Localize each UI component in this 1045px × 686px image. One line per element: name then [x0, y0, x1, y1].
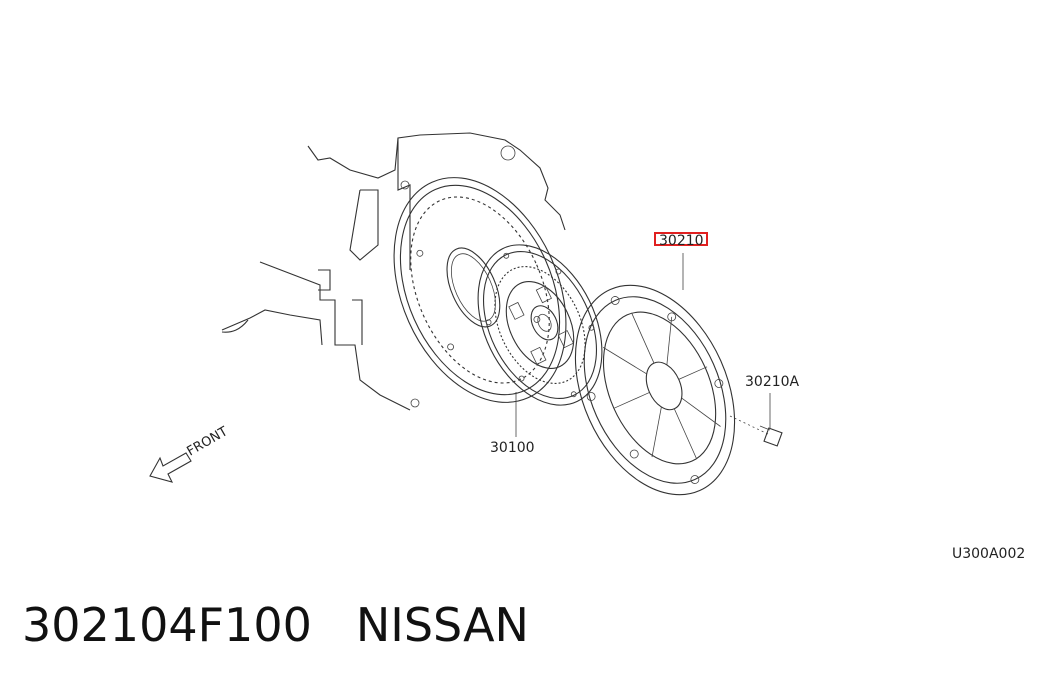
leader-lines [515, 253, 771, 437]
front-arrow-icon [149, 452, 192, 483]
label-30210A: 30210A [745, 374, 800, 390]
highlight-box [654, 232, 708, 246]
clutch-disc [477, 244, 603, 406]
flywheel [393, 177, 567, 403]
label-30210: 30210 [659, 233, 704, 249]
engine-block-outline [221, 132, 566, 411]
drawing-code: U300A002 [952, 546, 1025, 562]
pressure-plate [574, 284, 736, 496]
bolt [729, 415, 783, 447]
front-label: FRONT [185, 424, 231, 459]
brand-name: NISSAN [355, 598, 529, 652]
part-caption: 302104F100 NISSAN [22, 598, 529, 658]
label-30100: 30100 [490, 440, 535, 456]
part-number: 302104F100 [22, 598, 312, 652]
